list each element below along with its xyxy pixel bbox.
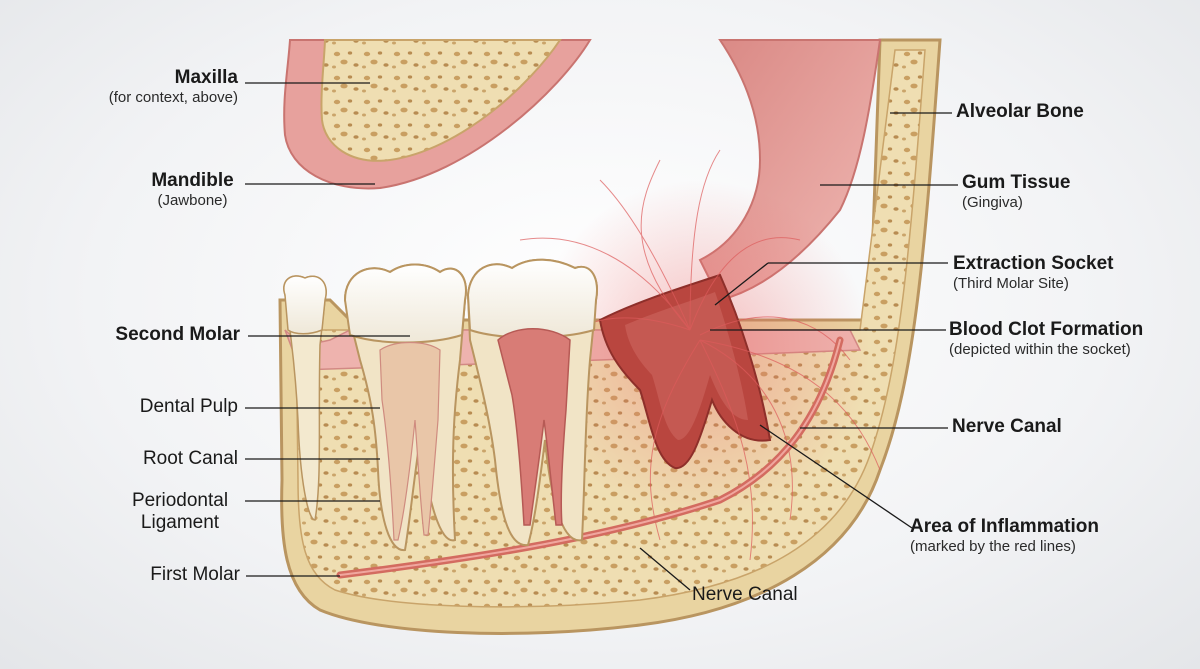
label-root-canal-title: Root Canal bbox=[142, 448, 238, 469]
label-maxilla-sub: (for context, above) bbox=[108, 88, 238, 106]
label-mandible-sub: (Jawbone) bbox=[157, 191, 228, 209]
label-second-molar-title: Second Molar bbox=[115, 324, 240, 345]
maxilla-shape bbox=[283, 39, 592, 190]
label-second-molar: Second Molar bbox=[115, 324, 240, 346]
label-alveolar-bone-title: Alveolar Bone bbox=[956, 101, 1084, 122]
label-nerve-canal-bottom-title: Nerve Canal bbox=[692, 584, 798, 605]
label-gum-tissue: Gum Tissue (Gingiva) bbox=[962, 172, 1070, 211]
label-periodontal-line2: Ligament bbox=[140, 511, 220, 533]
label-extraction-socket-title: Extraction Socket bbox=[953, 253, 1114, 274]
label-mandible-title: Mandible bbox=[151, 170, 234, 191]
label-periodontal-ligament: Periodontal Ligament bbox=[120, 490, 240, 534]
leader-lines bbox=[245, 82, 958, 591]
label-first-molar: First Molar bbox=[150, 564, 240, 586]
label-alveolar-bone: Alveolar Bone bbox=[956, 101, 1084, 123]
label-extraction-socket-sub: (Third Molar Site) bbox=[953, 274, 1069, 292]
label-root-canal: Root Canal bbox=[143, 448, 238, 470]
label-inflammation-sub: (marked by the red lines) bbox=[910, 537, 1076, 555]
label-gum-tissue-title: Gum Tissue bbox=[962, 172, 1071, 193]
label-blood-clot-sub: (depicted within the socket) bbox=[949, 340, 1131, 358]
label-nerve-canal-right: Nerve Canal bbox=[952, 416, 1062, 438]
label-first-molar-title: First Molar bbox=[150, 564, 240, 585]
label-blood-clot-title: Blood Clot Formation bbox=[949, 319, 1144, 340]
label-nerve-canal-bottom: Nerve Canal bbox=[692, 584, 798, 606]
label-dental-pulp: Dental Pulp bbox=[140, 396, 238, 418]
label-maxilla-title: Maxilla bbox=[174, 67, 238, 88]
sectioned-molar-shape bbox=[466, 258, 598, 547]
inflammation-lines bbox=[519, 149, 881, 561]
label-dental-pulp-title: Dental Pulp bbox=[139, 396, 238, 417]
label-inflammation-title: Area of Inflammation bbox=[910, 516, 1099, 537]
label-inflammation: Area of Inflammation (marked by the red … bbox=[910, 516, 1099, 555]
label-blood-clot: Blood Clot Formation (depicted within th… bbox=[949, 319, 1143, 358]
label-periodontal-line1: Periodontal bbox=[131, 490, 229, 511]
label-nerve-canal-right-title: Nerve Canal bbox=[952, 416, 1062, 437]
label-mandible: Mandible (Jawbone) bbox=[130, 170, 255, 209]
label-gum-tissue-sub: (Gingiva) bbox=[962, 193, 1023, 211]
label-maxilla: Maxilla (for context, above) bbox=[109, 67, 238, 106]
label-extraction-socket: Extraction Socket (Third Molar Site) bbox=[953, 253, 1114, 292]
